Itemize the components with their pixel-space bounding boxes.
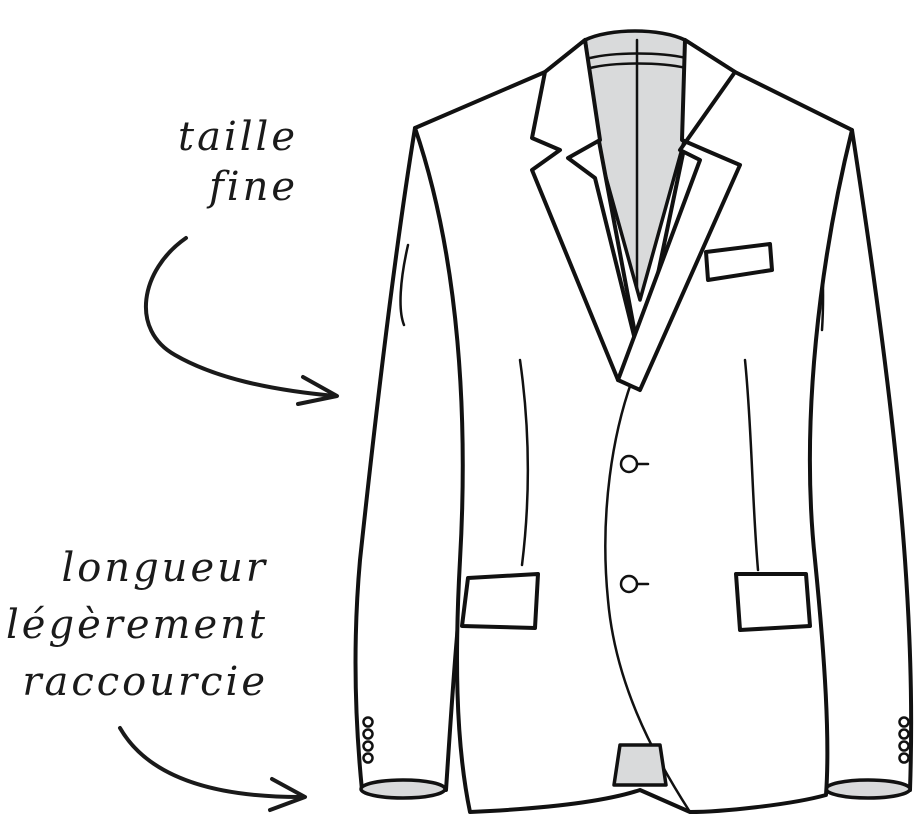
- chest-pocket: [704, 242, 774, 282]
- arrow-head-waist-icon: [296, 375, 339, 406]
- right-sleeve-buttons: [898, 716, 910, 764]
- left-sleeve-seam: [399, 243, 410, 327]
- right-pocket-flap: [734, 572, 812, 632]
- annotation-waist-line-1: taille: [178, 114, 298, 160]
- annotation-length: longueur légèrement raccourcie: [6, 540, 268, 711]
- annotation-length-line-3: raccourcie: [22, 659, 268, 705]
- arrow-head-length-icon: [268, 777, 307, 812]
- left-sleeve-buttons: [362, 716, 374, 764]
- left-dart: [518, 358, 530, 567]
- right-dart: [743, 358, 760, 572]
- annotation-length-line-2: légèrement: [6, 602, 268, 648]
- annotation-waist: taille fine: [178, 112, 298, 212]
- right-cuff: [824, 778, 912, 800]
- left-pocket-flap: [460, 572, 540, 630]
- left-cuff: [359, 778, 447, 800]
- button-icon: [619, 454, 650, 594]
- annotation-waist-line-2: fine: [208, 164, 298, 210]
- arrow-curved-waist-icon: [143, 236, 337, 398]
- collar-band: [588, 52, 688, 70]
- hem-lining: [612, 743, 668, 787]
- right-lapel: [616, 38, 742, 392]
- arrow-curved-length-icon: [118, 726, 302, 799]
- annotation-length-line-1: longueur: [61, 545, 268, 591]
